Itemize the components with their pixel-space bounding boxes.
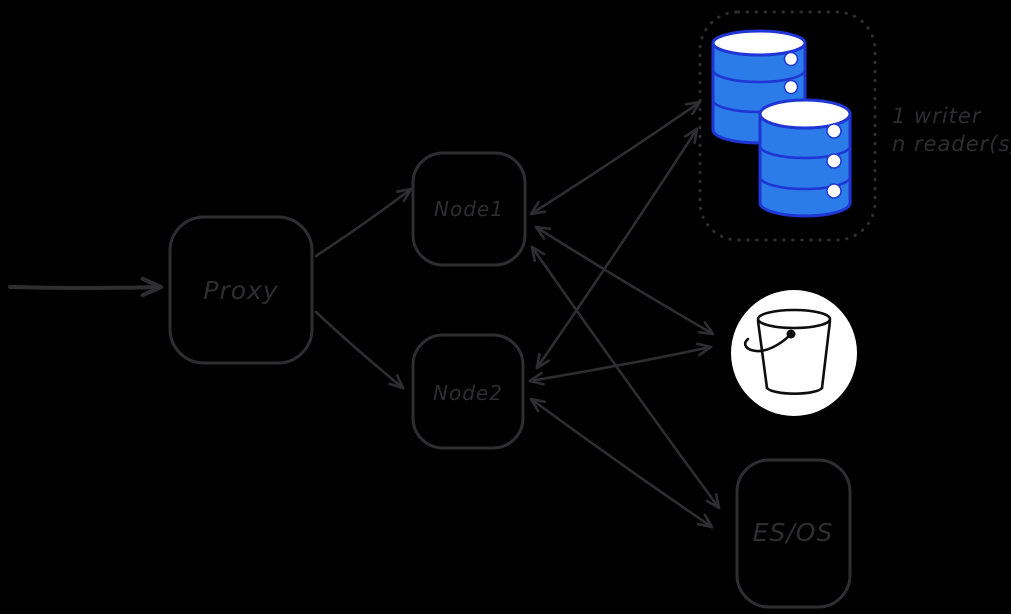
arrowhead [683,127,699,145]
edge-proxy-node2 [314,310,405,390]
db-cluster [698,10,877,242]
arrowhead [395,187,413,203]
proxy-node: Proxy [168,215,314,365]
db-annotation: 1 writer n reader(s) [892,104,1011,156]
edge-node2-esos [529,397,714,529]
bucket-circle [731,290,857,416]
arrowhead [530,245,546,263]
arrowhead [388,373,405,390]
edge-external-proxy [8,276,163,298]
bucket-icon [731,290,857,416]
node1-node: Node1 [411,151,527,267]
node2-label: Node2 [433,381,503,405]
node2-node: Node2 [411,333,525,450]
proxy-label: Proxy [203,276,278,305]
edges-layer [8,100,721,529]
edge-node1-esos [530,245,721,510]
arrowhead [696,342,713,357]
bucket-handle-knob [786,329,796,339]
proxy-box [168,215,314,365]
arrowhead [529,200,547,216]
database-icon [758,98,852,218]
edge-node1-db_cluster [529,100,702,216]
db-annotation-line1: 1 writer [892,104,982,128]
edge-node2-db_cluster [535,127,699,370]
arrowhead [696,513,714,529]
arrowhead [529,397,547,413]
esos-box [735,458,852,609]
edge-proxy-node1 [314,187,413,258]
arrowhead [534,225,552,240]
node2-box [411,333,525,450]
bucket-bottom [765,386,824,395]
arrowhead [535,352,551,370]
db-annotation-line2: n reader(s) [892,132,1011,156]
bucket-handle [743,333,792,353]
esos-label: ES/OS [753,518,834,547]
node1-label: Node1 [434,197,504,221]
arrowhead [528,371,545,386]
arrowhead [705,492,721,510]
arrowhead [140,276,163,298]
db-cluster-dashed-box [698,10,877,242]
edge-node2-bucket [528,342,713,386]
edge-node1-bucket [534,225,715,336]
esos-node: ES/OS [735,458,852,609]
bucket-right-wall [820,319,832,390]
bucket-left-wall [756,319,769,390]
arrowhead [697,321,715,336]
bucket-rim [756,308,832,330]
node1-box [411,151,527,267]
